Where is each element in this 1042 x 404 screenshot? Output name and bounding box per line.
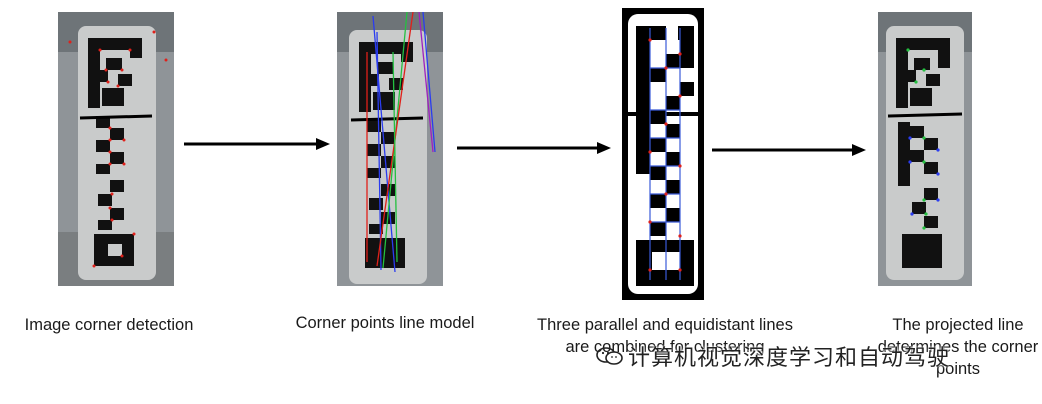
panel-clustering (622, 8, 704, 300)
arrow-3 (712, 144, 866, 156)
panel-projected-line (878, 12, 972, 286)
projected-line-image (878, 12, 972, 286)
caption-projected-line: The projected line determines the corner… (877, 316, 1039, 378)
line-model-image (337, 12, 443, 286)
panel-line-model (337, 12, 443, 286)
clustering-image (622, 8, 704, 300)
caption-corner-detection: Image corner detection (24, 316, 194, 334)
panel-corner-detection (58, 12, 174, 286)
arrow-1 (184, 138, 330, 150)
watermark-text: 计算机视觉深度学习和自动驾驶 (628, 345, 951, 370)
caption-line-model: Corner points line model (295, 314, 475, 332)
corner-detection-image (58, 12, 174, 286)
arrow-2 (457, 142, 611, 154)
wechat-logo-icon (596, 347, 623, 365)
